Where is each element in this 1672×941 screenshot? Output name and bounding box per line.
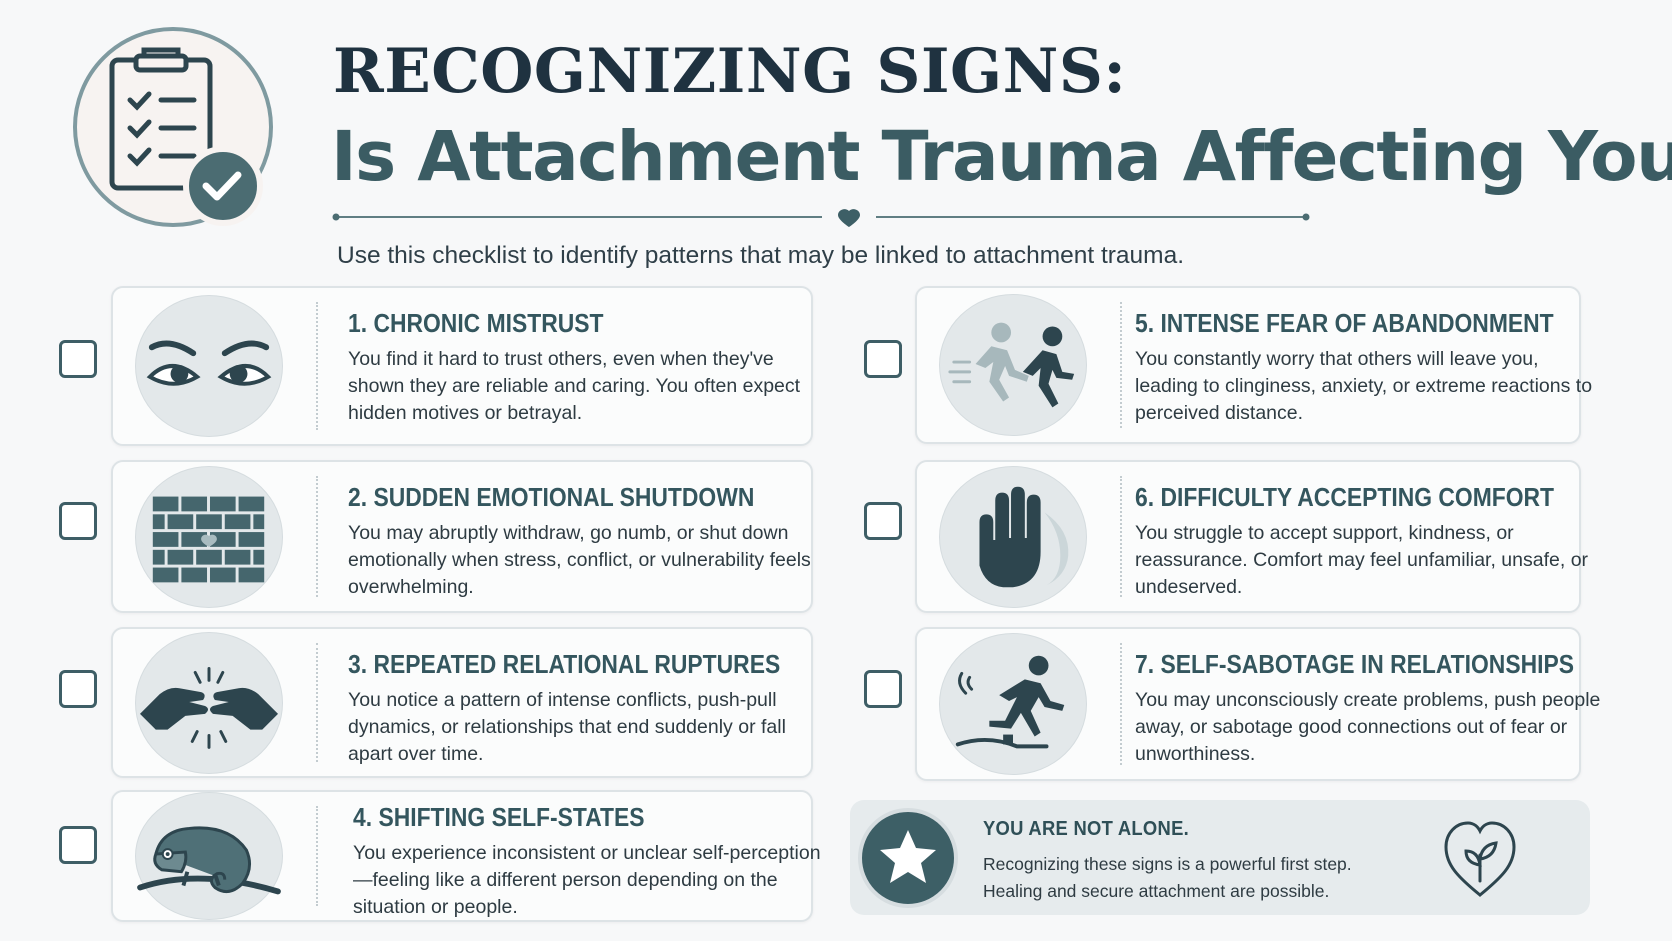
item-title: 4. SHIFTING SELF-STATES (353, 802, 645, 832)
item-description: You struggle to accept support, kindness… (1135, 522, 1589, 598)
running-figures-icon (939, 294, 1087, 436)
item-description: You experience inconsistent or unclear s… (353, 842, 821, 918)
item-title: 1. CHRONIC MISTRUST (348, 308, 604, 338)
checklist-card-4: 4. SHIFTING SELF-STATES You experience i… (111, 790, 821, 922)
item-title: 6. DIFFICULTY ACCEPTING COMFORT (1135, 482, 1555, 512)
checklist-card-5: 5. INTENSE FEAR OF ABANDONMENT You const… (915, 286, 1592, 444)
checklist-card-2: 2. SUDDEN EMOTIONAL SHUTDOWN You may abr… (111, 460, 813, 613)
card-divider (316, 476, 318, 597)
checklist-card-7: 7. SELF-SABOTAGE IN RELATIONSHIPS You ma… (915, 627, 1600, 781)
item-description: You find it hard to trust others, even w… (348, 348, 801, 424)
callout-line-2: Healing and secure attachment are possib… (983, 881, 1330, 901)
card-divider (316, 643, 318, 762)
callout-line-1: Recognizing these signs is a powerful fi… (983, 854, 1352, 874)
callout-heading: YOU ARE NOT ALONE. (983, 818, 1190, 840)
checkbox-item-1[interactable] (59, 340, 97, 378)
item-title: 3. REPEATED RELATIONAL RUPTURES (348, 649, 781, 679)
checkbox-item-4[interactable] (59, 826, 97, 864)
intro-text: Use this checklist to identify patterns … (337, 242, 1185, 269)
separating-hands-icon (135, 631, 283, 774)
card-divider (1120, 476, 1122, 597)
checklist-card-1: 1. CHRONIC MISTRUST You find it hard to … (111, 286, 813, 446)
card-divider (316, 302, 318, 430)
checklist-card-3: 3. REPEATED RELATIONAL RUPTURES You noti… (111, 627, 813, 778)
clipboard-checklist-icon (66, 20, 281, 235)
page-title: RECOGNIZING SIGNS: (333, 36, 1127, 107)
checkbox-item-6[interactable] (864, 502, 902, 540)
heart-sprout-icon (1444, 815, 1516, 901)
stop-hand-icon (939, 465, 1087, 608)
page-subtitle-question: Is Attachment Trauma Affecting You? (331, 117, 1672, 197)
checkbox-item-2[interactable] (59, 502, 97, 540)
checklist-card-6: 6. DIFFICULTY ACCEPTING COMFORT You stru… (915, 460, 1588, 613)
chameleon-icon (135, 792, 283, 920)
watchful-eyes-icon (135, 295, 283, 437)
card-divider (1120, 643, 1122, 765)
item-title: 7. SELF-SABOTAGE IN RELATIONSHIPS (1135, 649, 1574, 679)
item-title: 2. SUDDEN EMOTIONAL SHUTDOWN (348, 482, 755, 512)
item-description: You notice a pattern of intense conflict… (348, 689, 786, 765)
card-divider (316, 806, 318, 906)
item-description: You may abruptly withdraw, go numb, or s… (348, 522, 811, 598)
heart-divider (332, 209, 1310, 229)
item-title: 5. INTENSE FEAR OF ABANDONMENT (1135, 308, 1554, 338)
item-description: You constantly worry that others will le… (1135, 348, 1593, 424)
checkbox-item-7[interactable] (864, 670, 902, 708)
brick-wall-icon (135, 465, 283, 608)
item-description: You may unconsciously create problems, p… (1135, 689, 1601, 765)
checkbox-item-5[interactable] (864, 340, 902, 378)
encouragement-callout: YOU ARE NOT ALONE. Recognizing these sig… (850, 800, 1590, 915)
star-icon (858, 808, 958, 908)
checkbox-item-3[interactable] (59, 670, 97, 708)
tripping-figure-icon (939, 633, 1087, 775)
card-divider (1120, 302, 1122, 428)
